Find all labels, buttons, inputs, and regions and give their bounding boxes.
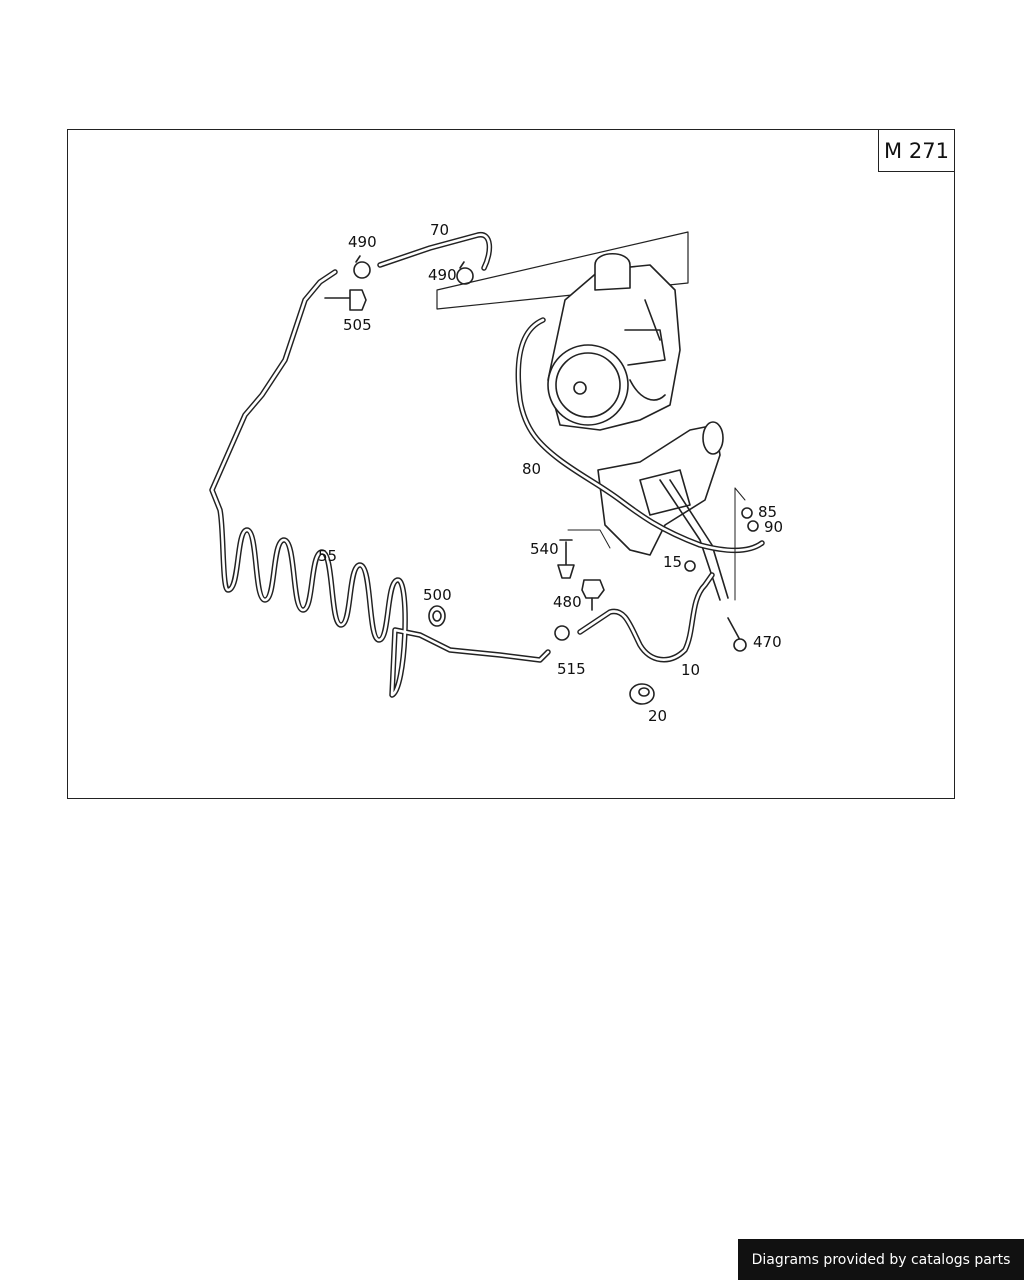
- washer-90: [747, 520, 759, 532]
- label-15: 15: [663, 553, 682, 571]
- label-90: 90: [764, 518, 783, 536]
- bolt-480: [581, 579, 605, 611]
- power-steering-pump: [547, 253, 681, 431]
- label-85: 85: [758, 503, 777, 521]
- cooler-line-55: [209, 269, 551, 698]
- nut-500: [428, 605, 446, 627]
- bolt-505: [324, 289, 367, 311]
- label-480: 480: [553, 593, 582, 611]
- label-10: 10: [681, 661, 700, 679]
- pump-panel-outline: [436, 231, 689, 310]
- label-500: 500: [423, 586, 452, 604]
- bracket-20: [629, 683, 655, 705]
- bolt-470: [727, 617, 747, 652]
- bolt-540: [557, 539, 575, 579]
- label-470: 470: [753, 633, 782, 651]
- label-490-b: 490: [428, 266, 457, 284]
- label-540: 540: [530, 540, 559, 558]
- washer-15: [684, 560, 696, 572]
- steering-gear: [597, 421, 729, 601]
- clamp-515: [554, 625, 570, 641]
- label-80: 80: [522, 460, 541, 478]
- label-515: 515: [557, 660, 586, 678]
- washer-85: [741, 507, 753, 519]
- clamp-490-b: [456, 261, 474, 285]
- label-20: 20: [648, 707, 667, 725]
- label-505: 505: [343, 316, 372, 334]
- footer-credit: Diagrams provided by catalogs parts: [738, 1239, 1024, 1280]
- label-55: 55: [318, 547, 337, 565]
- diagram-frame: [67, 129, 955, 799]
- hose-70: [377, 232, 493, 271]
- label-490-a: 490: [348, 233, 377, 251]
- label-70: 70: [430, 221, 449, 239]
- model-label: M 271: [878, 129, 955, 172]
- clamp-490-a: [353, 255, 371, 279]
